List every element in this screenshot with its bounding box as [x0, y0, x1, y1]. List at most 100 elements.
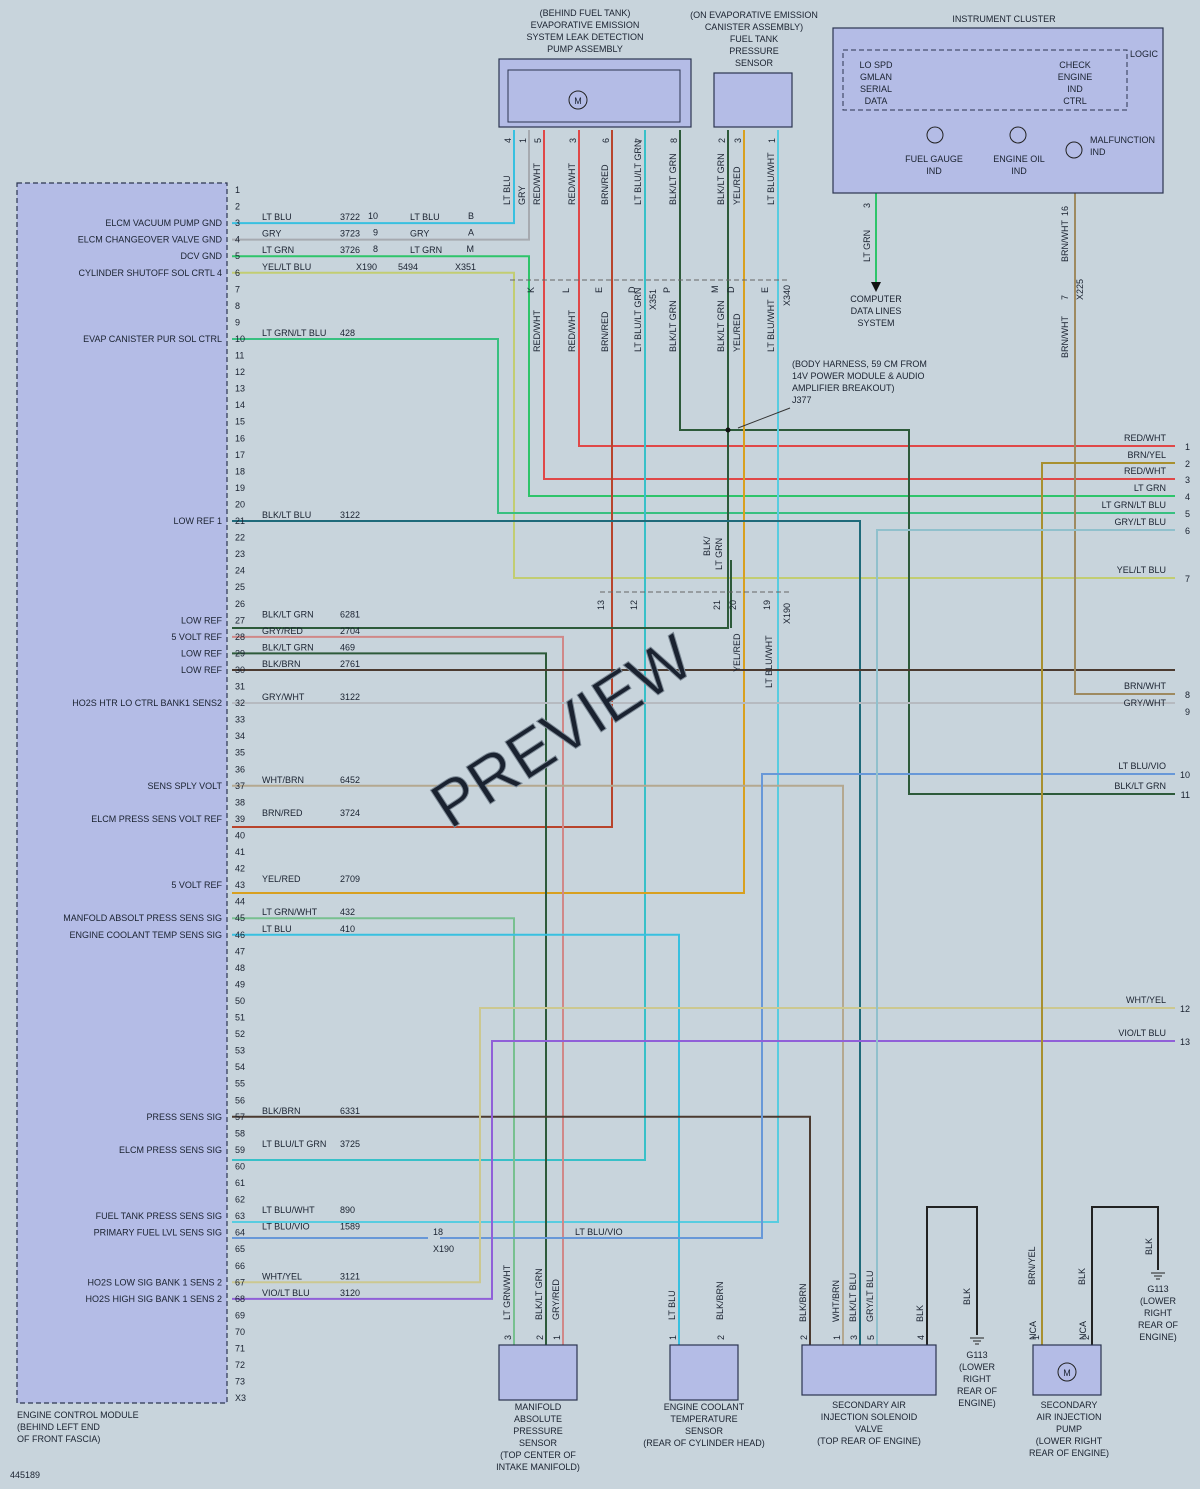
wire-red-wht-3: [578, 130, 1175, 447]
component-label: INJECTION SOLENOID: [821, 1412, 918, 1422]
splice-note: J377: [792, 395, 812, 405]
continuation-wire: LT BLU/VIO: [1118, 761, 1166, 771]
ecm-wire-color: YEL/RED: [262, 874, 301, 884]
ecm-circuit-number: 3121: [340, 1271, 360, 1281]
ecm-wire-color: LT GRN/LT BLU: [262, 328, 326, 338]
ecm-pin-number: 24: [235, 566, 245, 576]
ecm-pin-number: 16: [235, 433, 245, 443]
x225-label: X225: [1075, 279, 1085, 300]
wire-brn-wht-16: [1074, 190, 1175, 695]
continuation-wire: YEL/LT BLU: [1117, 565, 1166, 575]
air-valve-wire: WHT/BRN: [831, 1280, 841, 1322]
ecm-pin-number: 42: [235, 864, 245, 874]
air-pump-box: [1032, 1344, 1102, 1396]
air-pump-pin: 1: [1031, 1335, 1041, 1340]
ecm-pin-number: 13: [235, 384, 245, 394]
x340-label: X340: [782, 285, 792, 306]
wire-lt-grn-lt-blu-428: [232, 337, 1175, 514]
ecm-pin-number: 67: [235, 1277, 245, 1287]
cluster-brn-wht-lower: BRN/WHT: [1060, 316, 1070, 358]
air-valve-pin: 4: [916, 1335, 926, 1340]
ecm-pin-label: SENS SPLY VOLT: [147, 781, 222, 791]
ecm-circuit-number: 890: [340, 1205, 355, 1215]
ecm-pin-label: PRIMARY FUEL LVL SENS SIG: [94, 1228, 222, 1238]
ecm-pin-number: 63: [235, 1211, 245, 1221]
ecm-pin-number: 39: [235, 814, 245, 824]
wire-brn-yel-2: [1041, 462, 1175, 1345]
ect-pin: 1: [668, 1335, 678, 1340]
ecm-pin-number: 73: [235, 1377, 245, 1387]
component-label: ABSOLUTE: [514, 1414, 562, 1424]
ecm-pin-number: 40: [235, 830, 245, 840]
ecm-wire-color: WHT/YEL: [262, 1271, 302, 1281]
splice-note: 14V POWER MODULE & AUDIO: [792, 371, 925, 381]
ecm-pin-label: PRESS SENS SIG: [146, 1112, 222, 1122]
cluster-lt-grn: LT GRN: [862, 230, 872, 262]
ecm-pin-number: 18: [235, 466, 245, 476]
ecm-pin-number: 9: [235, 317, 240, 327]
component-label: (LOWER RIGHT: [1036, 1436, 1103, 1446]
ecm-pin-number: 22: [235, 533, 245, 543]
serial-data-label: LO SPD: [859, 60, 893, 70]
ecm-pin-label: DCV GND: [180, 251, 222, 261]
component-label: (TOP CENTER OF: [500, 1450, 576, 1460]
map-wire: GRY/RED: [551, 1279, 561, 1320]
indicator-lamp-icon: [1009, 126, 1027, 144]
ground-wire: BLK: [1144, 1238, 1154, 1255]
elcm-lower-wire: BRN/RED: [600, 311, 610, 352]
ecm-pin-number: 38: [235, 797, 245, 807]
component-label: SENSOR: [685, 1426, 724, 1436]
continuation-number: 8: [1185, 690, 1190, 700]
indicator-lamp-icon: [1065, 141, 1083, 159]
wire-blk-air-pump: [1091, 1206, 1159, 1345]
ecm-pin-number: 66: [235, 1261, 245, 1271]
ground-label: RIGHT: [1144, 1308, 1173, 1318]
elcm-wire-color: RED/WHT: [567, 163, 577, 205]
elcm-pump-title: EVAPORATIVE EMISSION: [531, 20, 640, 30]
ecm-pin-label: ENGINE COOLANT TEMP SENS SIG: [69, 930, 222, 940]
ecm-pin-number: 58: [235, 1128, 245, 1138]
lower-connector-pin: 13: [596, 600, 606, 610]
x190-vertical: X190: [782, 603, 792, 624]
ftp-wire-color: LT BLU/WHT: [766, 152, 776, 205]
ecm-pin-number: 50: [235, 996, 245, 1006]
air-valve-pin: 2: [799, 1335, 809, 1340]
pump-motor-label: M: [1063, 1368, 1071, 1378]
continuation-wire: GRY/LT BLU: [1114, 517, 1166, 527]
continuation-number: 12: [1180, 1004, 1190, 1014]
continuation-wire: LT GRN/LT BLU: [1102, 500, 1166, 510]
ecm-pin-label: MANFOLD ABSOLT PRESS SENS SIG: [63, 913, 222, 923]
ground-label: G113: [966, 1350, 987, 1360]
wire-gry-red-2704: [232, 635, 564, 1345]
splice-leader: [737, 407, 791, 429]
component-label: PRESSURE: [513, 1426, 563, 1436]
ecm-wire-color: GRY: [262, 229, 281, 239]
inline-letter: B: [468, 211, 474, 221]
elcm-wire-color: LT BLU: [502, 175, 512, 205]
continuation-wire: WHT/YEL: [1126, 995, 1166, 1005]
ecm-pin-number: 69: [235, 1310, 245, 1320]
continuation-number: 5: [1185, 509, 1190, 519]
inline-pin: 9: [373, 228, 378, 238]
wire-yel-red-2709: [232, 130, 745, 894]
ecm-circuit-number: 3724: [340, 808, 360, 818]
continuation-wire: VIO/LT BLU: [1118, 1028, 1166, 1038]
elcm-pump-box: [498, 58, 692, 128]
ecm-pin-label: FUEL TANK PRESS SENS SIG: [96, 1211, 222, 1221]
ecm-wire-color: LT BLU: [262, 212, 292, 222]
wire-blk-lt-blu-3122: [232, 520, 861, 1345]
cluster-pin-7: 7: [1060, 295, 1070, 300]
elcm-pin: 4: [503, 138, 513, 143]
inline-pin: 8: [373, 244, 378, 254]
ecm-pin-number: 20: [235, 499, 245, 509]
nca-label: NCA: [1028, 1321, 1038, 1340]
x340-letter: D: [726, 286, 736, 293]
ecm-pin-number: 17: [235, 450, 245, 460]
ecm-circuit-number: 428: [340, 328, 355, 338]
ecm-pin-label: HO2S LOW SIG BANK 1 SENS 2: [87, 1277, 222, 1287]
ecm-pin-label: LOW REF: [181, 648, 223, 658]
x351-label-vertical: X351: [648, 289, 658, 310]
serial-data-label: GMLAN: [860, 72, 892, 82]
map-pin: 1: [552, 1335, 562, 1340]
cluster-pin-16: 16: [1060, 206, 1070, 216]
